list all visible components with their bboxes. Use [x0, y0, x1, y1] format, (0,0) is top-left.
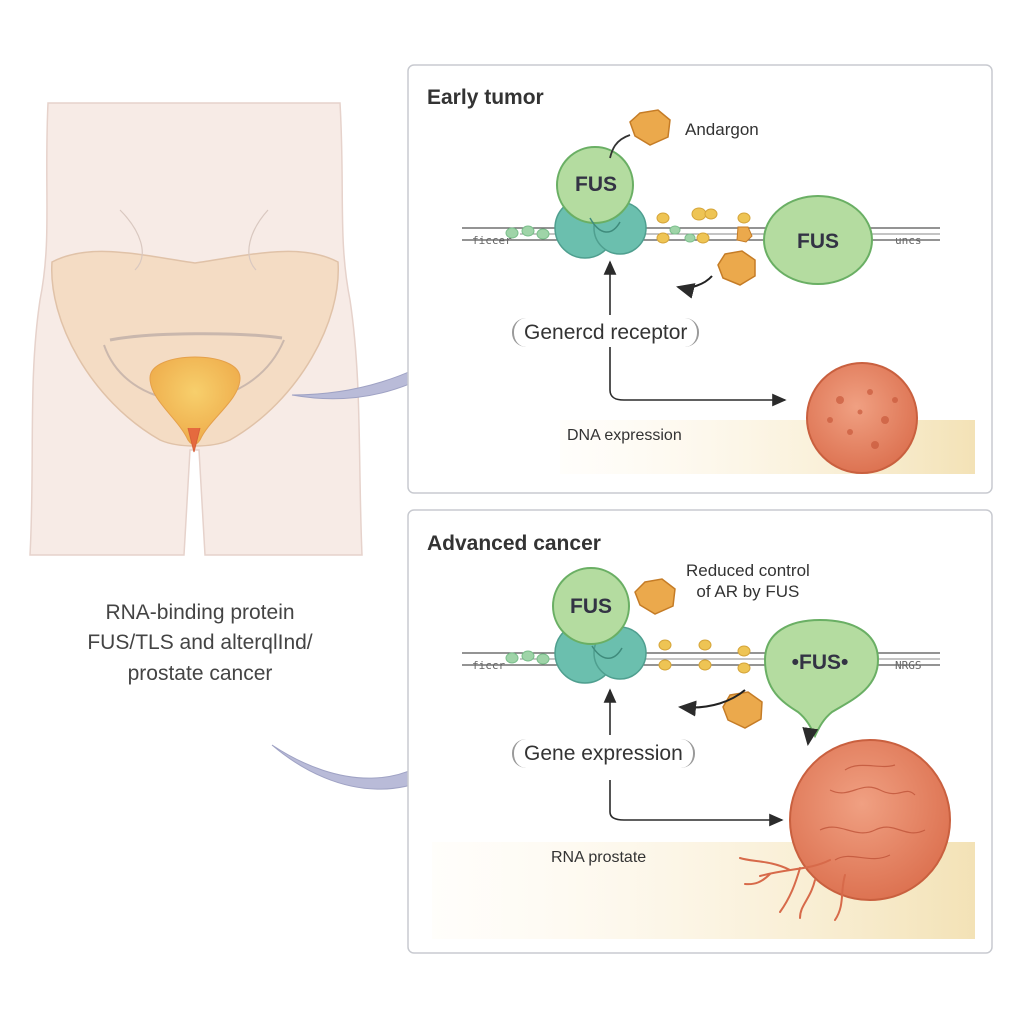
tumor-advanced — [789, 739, 951, 901]
caption-line-2: FUS/TLS and alterqlInd/ — [87, 631, 313, 655]
advanced-cancer-title: Advanced cancer — [427, 532, 601, 555]
early-tumor-title: Early tumor — [427, 86, 544, 109]
fus-label-left-advanced: FUS — [570, 595, 612, 618]
hormone-hexagon-3 — [634, 578, 676, 615]
caption-line-1: RNA-binding protein — [105, 601, 295, 624]
fus-bubble-left-advanced — [552, 567, 630, 645]
advanced-side-note-line-2: of AR by FUS — [696, 582, 800, 602]
pelvis-shape — [51, 250, 339, 447]
hormone-hexagon-2 — [717, 250, 756, 286]
gene-label-right-advanced: NRGS — [895, 659, 922, 672]
body-illustration — [29, 102, 363, 556]
caption-line-3: prostate cancer — [127, 661, 273, 685]
pill-label-advanced: Gene expression — [512, 739, 695, 769]
band-label-early: DNA expression — [567, 427, 682, 444]
early-panel-graphics — [462, 109, 975, 474]
fus-droplet-advanced — [763, 618, 880, 739]
main-caption: RNA-binding protein FUS/TLS and alterqlI… — [62, 598, 338, 689]
dna-nodes-early — [656, 207, 751, 244]
gene-label-left-advanced: ficcr — [472, 659, 506, 672]
prostate-gland — [149, 356, 241, 445]
urethra — [187, 427, 201, 453]
pelvic-floor-line — [109, 332, 283, 342]
hormone-hexagon — [629, 109, 671, 146]
hormone-hexagon-4 — [722, 691, 763, 729]
fus-bubble-right-early — [763, 195, 873, 285]
fus-label-right-early: FUS — [797, 230, 839, 253]
pill-label-early: Genercd receptor — [512, 318, 700, 348]
tumor-early — [806, 362, 918, 474]
early-side-note-line-1: Andargon — [685, 120, 759, 139]
band-label-advanced: RNA prostate — [551, 849, 647, 866]
dna-nodes-advanced — [658, 639, 751, 674]
tumor-roots — [739, 857, 846, 921]
advanced-panel-graphics — [432, 567, 975, 939]
fus-label-right-advanced: •FUS• — [791, 651, 849, 674]
gene-label-left-early: ficcer — [472, 234, 512, 247]
early-side-note: Andargon — [685, 119, 759, 140]
advanced-side-note-line-1: Reduced control — [686, 561, 810, 580]
advanced-side-note: Reduced control of AR by FUS — [686, 560, 810, 603]
fus-label-left-early: FUS — [575, 173, 617, 196]
fus-bubble-left-early — [556, 146, 634, 224]
gene-label-right-early: uncs — [895, 234, 922, 247]
